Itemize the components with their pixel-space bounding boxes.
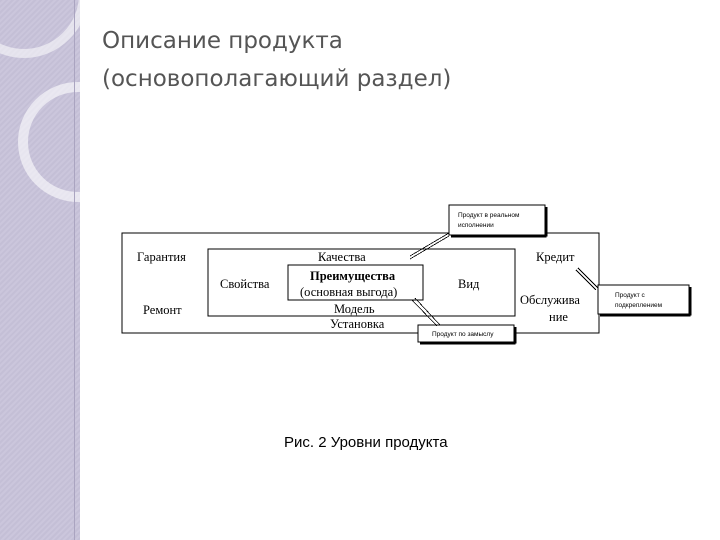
outer-box [121, 232, 600, 334]
label-service-line2: ние [549, 310, 568, 324]
callout-real-box [448, 204, 546, 236]
figure-caption: Рис. 2 Уровни продукта [284, 434, 448, 451]
label-advantages: Преимущества [310, 269, 396, 283]
callout-real-line1: Продукт в реальном [458, 212, 520, 219]
label-credit: Кредит [536, 250, 575, 264]
label-warranty: Гарантия [137, 250, 186, 264]
leader-enhanced-b [575, 269, 597, 291]
slide-title: Описание продукта (основополагающий разд… [102, 28, 452, 92]
middle-box [207, 248, 516, 317]
label-appearance: Вид [458, 277, 480, 291]
label-repair: Ремонт [143, 303, 182, 317]
label-service-line1: Обслужива [520, 293, 580, 307]
callout-concept-label: Продукт по замыслу [432, 331, 494, 338]
label-core-benefit: (основная выгода) [300, 285, 397, 299]
label-model: Модель [334, 302, 375, 316]
callout-enhanced-line1: Продукт с [615, 292, 646, 299]
callout-real-line2: исполнении [458, 222, 494, 229]
core-box [287, 264, 424, 301]
label-installation: Установка [330, 317, 385, 331]
leader-concept-a [414, 297, 441, 326]
leader-enhanced-a [577, 267, 599, 289]
leader-real-a [409, 232, 450, 257]
callout-enhanced-box [597, 284, 690, 315]
decorative-sidebar [0, 0, 80, 540]
callout-concept-box [417, 324, 515, 343]
label-qualities: Качества [318, 250, 366, 264]
leader-real-b [409, 235, 450, 260]
label-properties: Свойства [220, 277, 270, 291]
leader-concept-b [411, 299, 438, 327]
sidebar-divider [74, 0, 75, 540]
callout-enhanced-line2: подкреплением [615, 302, 663, 309]
